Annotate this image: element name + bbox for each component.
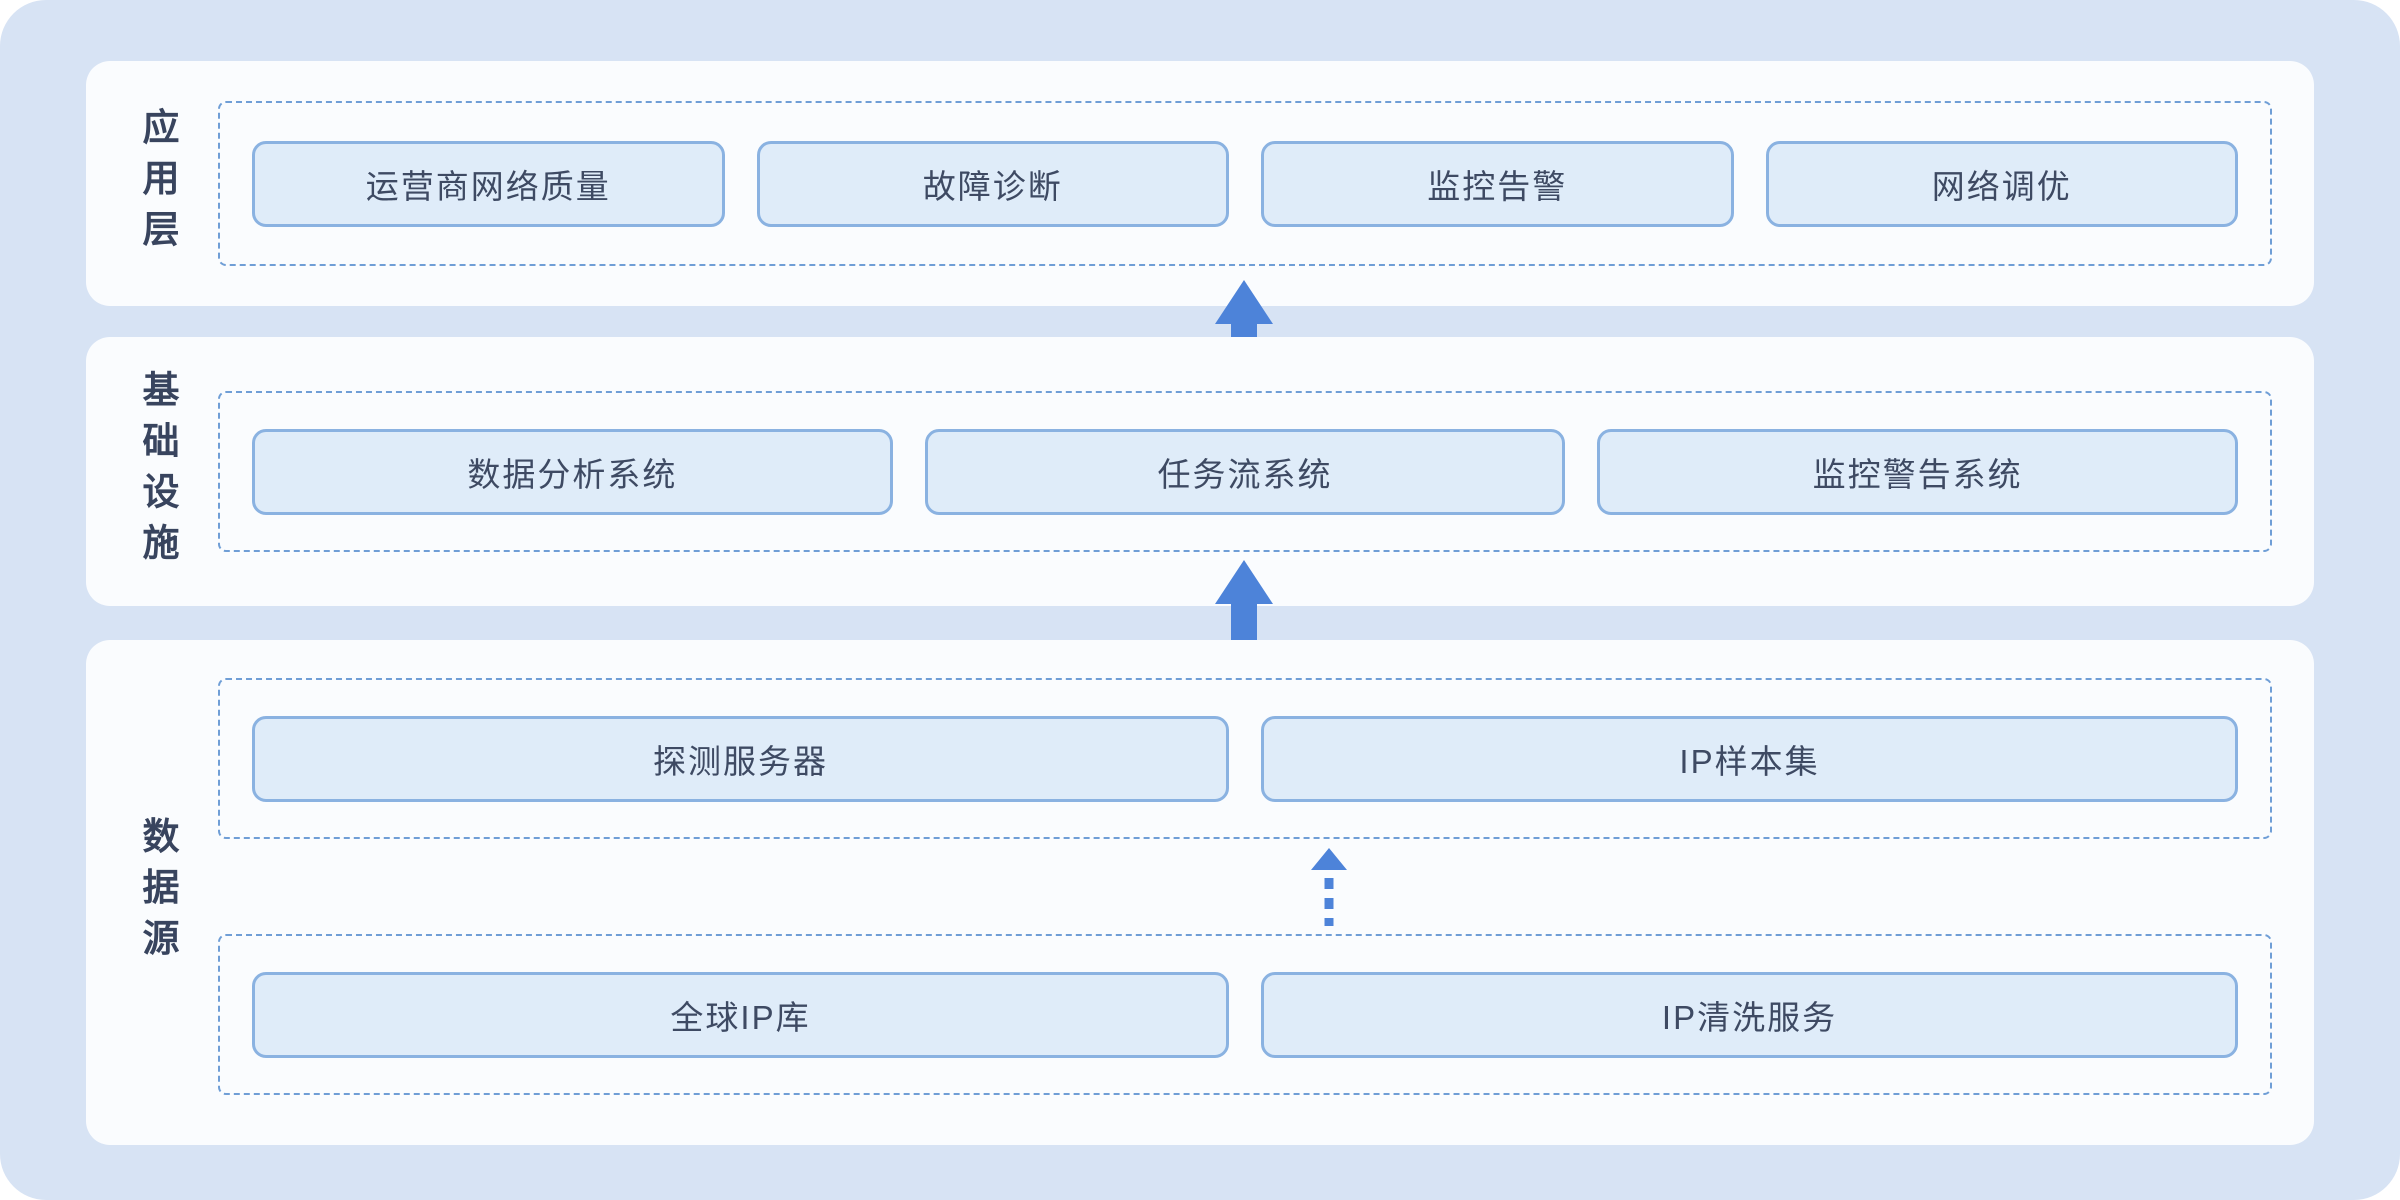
layer-label-application: 应用层 [137,107,178,260]
datasource-bottom-group: 全球IP库 IP清洗服务 [218,934,2272,1095]
node-data-analysis-system: 数据分析系统 [252,428,893,515]
node-ip-cleaning-service: IP清洗服务 [1261,971,2238,1058]
node-label: IP样本集 [1679,742,1820,780]
node-label: 探测服务器 [653,742,828,780]
node-label: 任务流系统 [1157,455,1333,493]
node-global-ip-library: 全球IP库 [252,971,1229,1058]
layer-label-datasource: 数据源 [137,816,178,969]
node-network-tuning: 网络调优 [1765,140,2238,227]
node-label: 数据分析系统 [467,455,678,493]
node-label: 运营商网络质量 [365,167,611,205]
node-label: 网络调优 [1931,167,2072,205]
layer-infrastructure: 基础设施 数据分析系统 任务流系统 监控警告系统 [86,337,2314,606]
infrastructure-boxes-group: 数据分析系统 任务流系统 监控警告系统 [218,391,2272,552]
node-probe-server: 探测服务器 [252,715,1229,802]
layer-datasource: 数据源 探测服务器 IP样本集 全球IP库 IP清洗服务 [86,640,2314,1145]
layer-label-infrastructure: 基础设施 [137,369,178,574]
node-fault-diagnosis: 故障诊断 [756,140,1229,227]
node-label: 监控告警 [1427,167,1568,205]
datasource-top-group: 探测服务器 IP样本集 [218,678,2272,839]
application-boxes-group: 运营商网络质量 故障诊断 监控告警 网络调优 [218,101,2272,266]
node-carrier-network-quality: 运营商网络质量 [252,140,725,227]
node-label: 故障诊断 [922,167,1063,205]
layer-application: 应用层 运营商网络质量 故障诊断 监控告警 网络调优 [86,61,2314,306]
node-monitoring-alert: 监控告警 [1261,140,1734,227]
node-label: 监控警告系统 [1812,455,2023,493]
node-monitoring-warning-system: 监控警告系统 [1597,428,2239,515]
node-task-flow-system: 任务流系统 [924,428,1566,515]
node-ip-sample-set: IP样本集 [1261,715,2238,802]
node-label: IP清洗服务 [1661,998,1838,1036]
dotted-up-arrow-icon [1311,848,1347,926]
node-label: 全球IP库 [670,998,811,1036]
